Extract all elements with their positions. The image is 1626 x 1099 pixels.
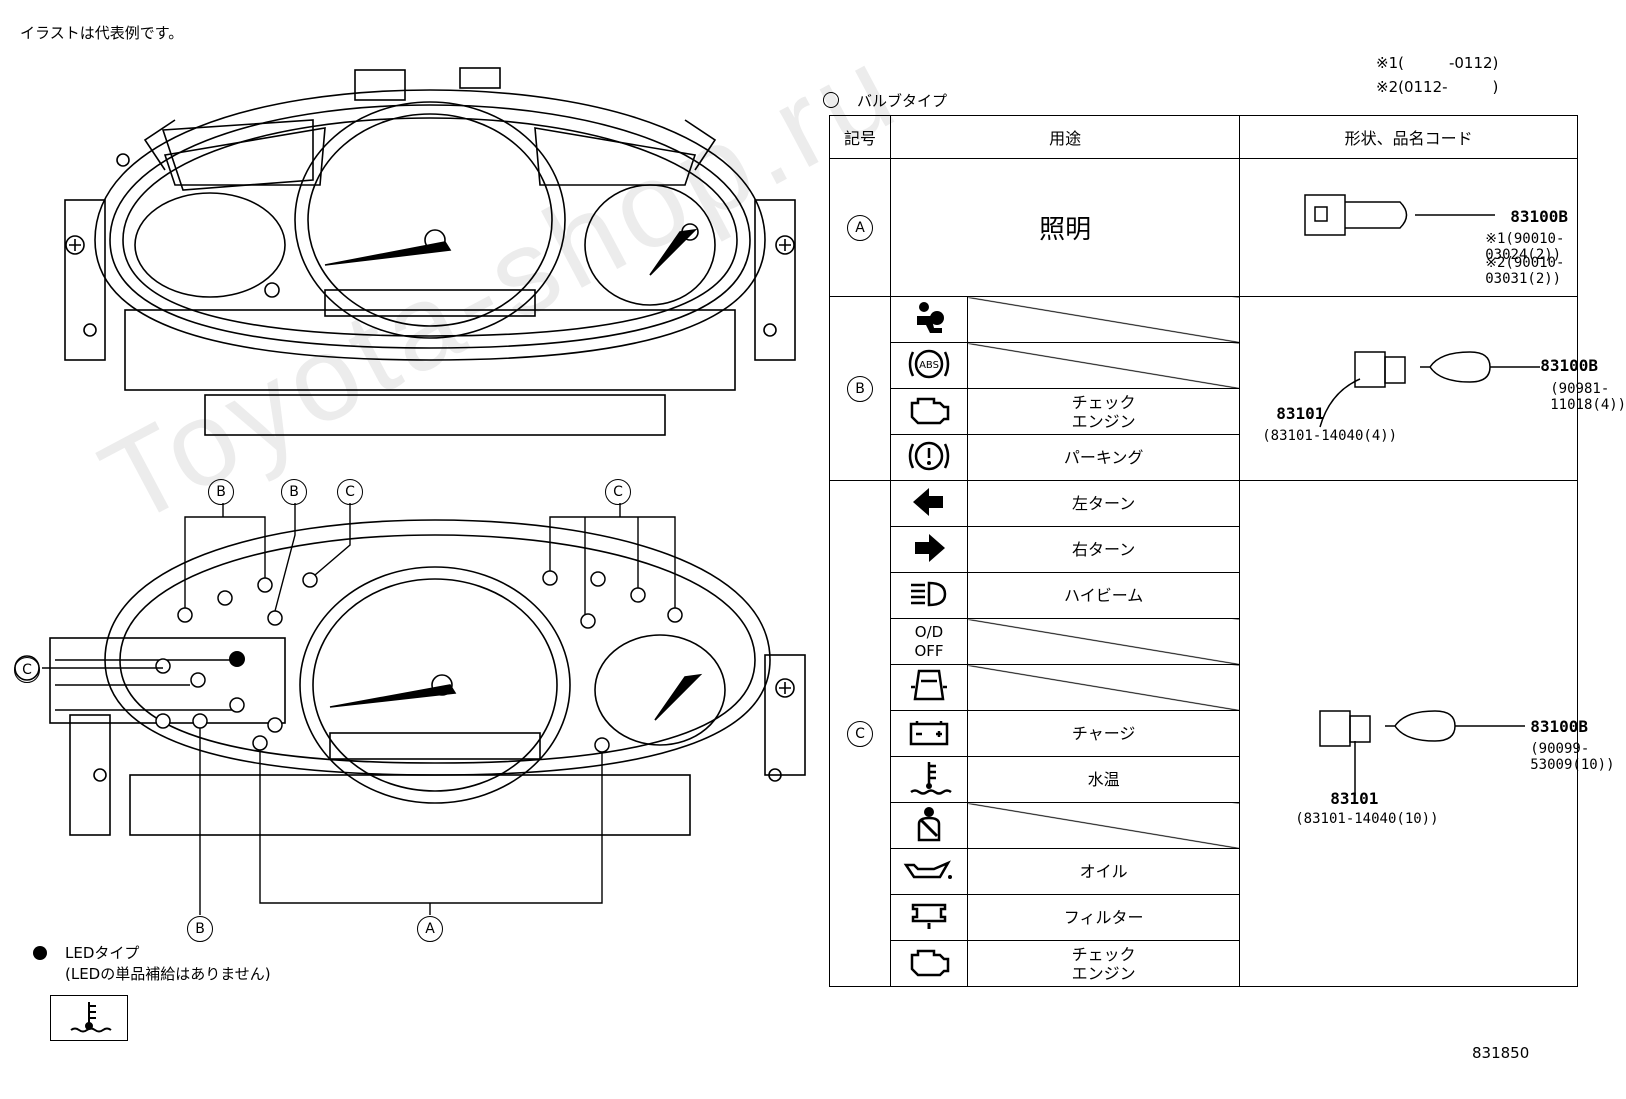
callout-B-3: B: [187, 916, 213, 942]
part-B-bulb-sub: (90981-11018(4)): [1550, 381, 1626, 413]
c-label-8: [966, 802, 1241, 849]
footnote-1: ※1( -0112): [1376, 54, 1499, 72]
table-row: B 83100B (90981-11018(4)) 83101 (83101-1…: [829, 296, 1626, 481]
parts-table: 記号 用途 形状、品名コード A 照明 83100B ※1(90010-0302…: [829, 115, 1626, 987]
callout-C-3: C: [14, 657, 40, 683]
part-B-socket-sub: (83101-14040(4)): [1262, 428, 1398, 444]
table-row: [830, 664, 1578, 711]
part-A-sub-1: ※1(90010-03024(2)): [1485, 231, 1565, 263]
part-B-socket: 83101: [1276, 404, 1325, 423]
charge-icon: [909, 720, 949, 745]
turn-right-icon: [915, 533, 945, 562]
table-row: A 照明 83100B ※1(90010-03024(2)) ※2(90010-…: [829, 158, 1578, 297]
seatbelt-icon: [917, 806, 941, 841]
c-label-11: チェック エンジン: [966, 940, 1241, 987]
led-dot: [229, 651, 245, 667]
water-temp-icon: [910, 761, 952, 795]
filter-icon: [911, 903, 947, 929]
part-A-sub-2: ※2(90010-03031(2)): [1485, 255, 1565, 287]
table-row: チェック エンジン: [830, 940, 1578, 987]
c-label-5: [966, 664, 1241, 711]
part-A-code: 83100B: [1510, 207, 1569, 226]
cluster-front-illustration: [64, 67, 796, 436]
bulb-type-label: バルブタイプ: [857, 92, 948, 110]
part-B-bulb: 83100B: [1540, 356, 1599, 375]
c-label-7: 水温: [966, 756, 1241, 803]
use-lighting: 照明: [889, 158, 1241, 297]
check-engine-icon: [910, 949, 950, 976]
water-temp-icon: [70, 1002, 112, 1033]
wedge-bulb-icon: [1304, 194, 1496, 236]
c-label-1: 左ターン: [966, 480, 1241, 527]
parking-brake-icon: [908, 441, 950, 470]
group-B-badge: B: [847, 375, 873, 402]
table-row: 水温: [830, 756, 1578, 803]
bulb-type-legend: バルブタイプ: [823, 90, 947, 111]
table-row: 右ターン: [830, 526, 1578, 573]
c-label-6: チャージ: [966, 710, 1241, 757]
header-shape-code: 形状、品名コード: [1239, 115, 1578, 159]
c-label-9: オイル: [966, 848, 1241, 895]
airbag-icon: [917, 301, 944, 333]
led-sub: (LEDの単品補給はありません): [65, 965, 271, 983]
table-row: ハイビーム: [830, 572, 1578, 619]
door-open-icon: [911, 669, 947, 700]
b-label-2: [966, 342, 1241, 389]
turn-left-icon: [913, 487, 943, 516]
table-row: C 左ターン 83100B (90099-53009(10)) 83101 (8…: [829, 480, 1615, 987]
part-A-cell: 83100B ※1(90010-03024(2)) ※2(90010-03031…: [1239, 158, 1578, 297]
footnote-2: ※2(0112- ): [1376, 78, 1499, 96]
group-C-badge: C: [847, 720, 873, 747]
b-label-1: [966, 296, 1241, 343]
callout-C-2: C: [605, 479, 631, 505]
part-C-cell: 83100B (90099-53009(10)) 83101 (83101-14…: [1239, 480, 1615, 987]
table-row: O/D OFF: [830, 618, 1578, 665]
part-B-cell: 83100B (90981-11018(4)) 83101 (83101-140…: [1239, 296, 1626, 481]
part-C-bulb-sub: (90099-53009(10)): [1530, 741, 1615, 773]
c-label-4: [966, 618, 1241, 665]
socket-bulb-icon: [1319, 710, 1526, 796]
cluster-rear-illustration: [14, 503, 806, 915]
high-beam-icon: [911, 581, 947, 606]
callout-A: A: [417, 916, 443, 942]
abs-icon: ABS: [908, 349, 950, 378]
header-use: 用途: [889, 115, 1241, 159]
hollow-circle-icon: [823, 92, 839, 108]
header-note: イラストは代表例です。: [20, 24, 184, 42]
callout-B-2: B: [281, 479, 307, 505]
b-label-4: パーキング: [966, 434, 1241, 481]
check-engine-icon: [910, 397, 950, 424]
od-off-icon: O/D OFF: [890, 618, 968, 665]
oil-icon: [903, 859, 952, 879]
c-label-3: ハイビーム: [966, 572, 1241, 619]
led-title: LEDタイプ: [65, 944, 140, 962]
diagram-id: 831850: [1472, 1044, 1530, 1062]
c-label-2: 右ターン: [966, 526, 1241, 573]
b-label-3: チェック エンジン: [966, 388, 1241, 435]
table-row: オイル: [830, 848, 1578, 895]
header-symbol: 記号: [829, 115, 891, 159]
table-row: ABS: [830, 342, 1578, 389]
callout-B-1: B: [208, 479, 234, 505]
led-legend: LEDタイプ (LEDの単品補給はありません): [33, 942, 271, 984]
c-label-10: フィルター: [966, 894, 1241, 941]
group-A-badge: A: [847, 214, 873, 241]
led-dot-icon: [33, 946, 47, 960]
led-water-temp-box: [50, 995, 128, 1041]
part-C-bulb: 83100B: [1530, 717, 1589, 736]
socket-bulb-icon: [1319, 351, 1541, 428]
part-C-socket-sub: (83101-14040(10)): [1295, 811, 1439, 827]
svg-text:ABS: ABS: [919, 360, 939, 371]
callout-C-1: C: [337, 479, 363, 505]
part-C-socket: 83101: [1330, 789, 1379, 808]
table-header-row: 記号 用途 形状、品名コード: [829, 115, 1578, 159]
